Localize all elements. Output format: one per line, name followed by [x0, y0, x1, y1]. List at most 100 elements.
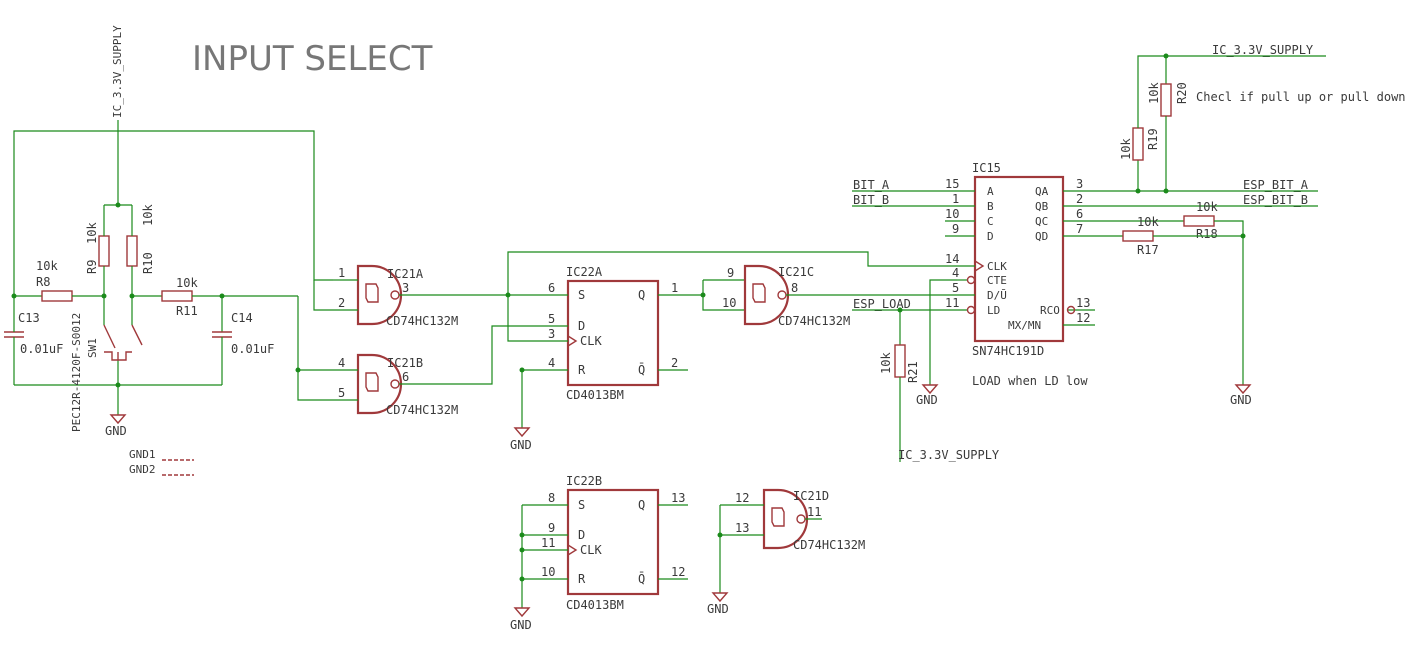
- svg-text:13: 13: [735, 521, 749, 535]
- c13-name: C13: [18, 311, 40, 325]
- ic22b-part: CD4013BM: [566, 598, 624, 612]
- sw1-part: PEC12R-4120F-S0012: [70, 313, 83, 432]
- schematic-title: INPUT SELECT: [192, 39, 433, 79]
- svg-text:2: 2: [1076, 192, 1083, 206]
- r18-name: R18: [1196, 227, 1218, 241]
- svg-text:3: 3: [402, 281, 409, 295]
- svg-text:GND: GND: [510, 618, 532, 632]
- flipflop-ic22b: GND 8 9 11 10 13 12 S D CLK R Q Q̄ IC22B…: [510, 474, 688, 632]
- flipflop-ic22a: 6 5 3 4 1 2 S D CLK R Q Q̄ IC22A CD4013B…: [548, 265, 703, 402]
- svg-text:1: 1: [952, 192, 959, 206]
- r10-value: 10k: [141, 204, 155, 226]
- svg-text:7: 7: [1076, 222, 1083, 236]
- svg-text:5: 5: [952, 281, 959, 295]
- svg-text:15: 15: [945, 177, 959, 191]
- r19-value: 10k: [1119, 138, 1133, 160]
- svg-text:10: 10: [541, 565, 555, 579]
- svg-text:9: 9: [548, 521, 555, 535]
- supply-label-r21: IC_3.3V_SUPPLY: [898, 448, 1000, 462]
- svg-text:12: 12: [671, 565, 685, 579]
- svg-text:RCO: RCO: [1040, 304, 1060, 317]
- r11-value: 10k: [176, 276, 198, 290]
- svg-text:1: 1: [338, 266, 345, 280]
- nand-gate-ic21d: GND 12 13 11 IC21D CD74HC132M: [707, 488, 865, 616]
- svg-text:GND: GND: [916, 393, 938, 407]
- load-note: LOAD when LD low: [972, 374, 1088, 388]
- r8-value: 10k: [36, 259, 58, 273]
- r17-name: R17: [1137, 243, 1159, 257]
- svg-text:B: B: [987, 200, 994, 213]
- c13-value: 0.01uF: [20, 342, 63, 356]
- feedback-loop-wire: [13, 130, 333, 325]
- resistor-r21: 10k R21 IC_3.3V_SUPPLY: [879, 307, 1000, 462]
- svg-text:D/Ū: D/Ū: [987, 289, 1007, 302]
- svg-text:3: 3: [1076, 177, 1083, 191]
- gnd1-label: GND1: [129, 448, 156, 461]
- resistor-r20: 10k R20 Checl if pull up or pull down R: [1147, 56, 1411, 194]
- svg-text:A: A: [987, 185, 994, 198]
- r17-value: 10k: [1137, 215, 1159, 229]
- svg-text:D: D: [987, 230, 994, 243]
- svg-text:R: R: [578, 572, 586, 586]
- svg-text:9: 9: [727, 266, 734, 280]
- svg-text:QC: QC: [1035, 215, 1048, 228]
- ic21b-part: CD74HC132M: [386, 403, 458, 417]
- c14-value: 0.01uF: [231, 342, 274, 356]
- r9-name: R9: [85, 260, 99, 274]
- svg-text:1: 1: [671, 281, 678, 295]
- encoder-switch-sw1: PEC12R-4120F-S0012 SW1: [70, 296, 143, 432]
- gate-input-wires: [295, 279, 340, 401]
- sw1-name: SW1: [86, 338, 99, 358]
- svg-text:4: 4: [338, 356, 345, 370]
- nand-gate-ic21a: 1 2 3 IC21A CD74HC132M: [338, 264, 508, 328]
- svg-text:4: 4: [952, 266, 959, 280]
- r21-value: 10k: [879, 352, 893, 374]
- net-esp-bit-b: ESP_BIT_B: [1243, 193, 1308, 207]
- ic21d-part: CD74HC132M: [793, 538, 865, 552]
- svg-text:GND: GND: [1230, 393, 1252, 407]
- net-esp-bit-a: ESP_BIT_A: [1243, 178, 1309, 192]
- svg-text:QA: QA: [1035, 185, 1049, 198]
- svg-text:10: 10: [945, 207, 959, 221]
- resistor-r9: 10k R9: [85, 222, 110, 299]
- svg-text:3: 3: [548, 327, 555, 341]
- resistor-r18: 10k R18: [1183, 200, 1244, 385]
- svg-text:8: 8: [791, 281, 798, 295]
- counter-ic15: GND 15 1 10 9 14 4 5 11 3 2 6 7 13 12 A …: [852, 161, 1318, 407]
- resistor-r10: 10k R10: [126, 204, 155, 299]
- r20-name: R20: [1175, 82, 1189, 104]
- nand-gate-ic21b: 4 5 6 IC21B CD74HC132M: [338, 325, 550, 417]
- supply-rail-left: IC_3.3V_SUPPLY: [103, 25, 133, 228]
- svg-text:LD: LD: [987, 304, 1000, 317]
- nand-gate-ic21c: 9 10 8 IC21C CD74HC132M: [700, 264, 957, 328]
- resistor-r11: 10k R11: [132, 276, 298, 318]
- ic22a-name: IC22A: [566, 265, 603, 279]
- svg-text:CTE: CTE: [987, 274, 1007, 287]
- svg-text:CLK: CLK: [987, 260, 1007, 273]
- ic15-name: IC15: [972, 161, 1001, 175]
- net-bit-a: BIT_A: [853, 178, 890, 192]
- net-bit-b: BIT_B: [853, 193, 889, 207]
- gnd-label-left: GND: [105, 424, 127, 438]
- ic21c-name: IC21C: [778, 265, 814, 279]
- svg-text:6: 6: [402, 370, 409, 384]
- svg-text:QB: QB: [1035, 200, 1049, 213]
- resistor-r8: 10k R8: [11, 259, 104, 302]
- svg-text:12: 12: [1076, 311, 1090, 325]
- svg-text:R: R: [578, 363, 586, 377]
- capacitor-c13: C13 0.01uF: [4, 311, 63, 385]
- svg-text:D: D: [578, 528, 585, 542]
- r19-name: R19: [1146, 128, 1160, 150]
- pull-note: Checl if pull up or pull down R: [1196, 90, 1411, 104]
- capacitor-c14: C14 0.01uF: [212, 296, 274, 385]
- svg-text:Q: Q: [638, 498, 645, 512]
- svg-text:2: 2: [671, 356, 678, 370]
- svg-text:GND: GND: [707, 602, 729, 616]
- svg-text:4: 4: [548, 356, 555, 370]
- svg-text:6: 6: [1076, 207, 1083, 221]
- svg-text:S: S: [578, 498, 585, 512]
- r20-value: 10k: [1147, 82, 1161, 104]
- ground-rail-left: GND: [14, 360, 222, 438]
- svg-text:CLK: CLK: [580, 334, 602, 348]
